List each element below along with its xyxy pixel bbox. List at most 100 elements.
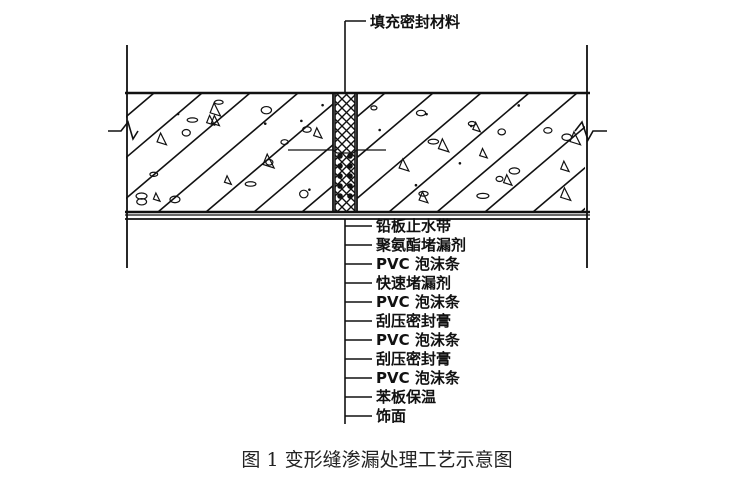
- aggregate-dot: [414, 183, 418, 187]
- aggregate-triangle: [262, 152, 276, 169]
- aggregate-triangle: [502, 173, 514, 187]
- hatch-line: [126, 93, 203, 159]
- foam-dot: [347, 163, 353, 169]
- aggregate-pebble: [497, 128, 507, 136]
- foam-dot: [347, 173, 353, 179]
- aggregate-triangle: [312, 126, 324, 140]
- aggregate-triangle: [437, 137, 451, 153]
- right-concrete-hatch: [357, 93, 585, 212]
- aggregate-triangle: [152, 191, 162, 203]
- hatch-line: [301, 184, 333, 212]
- aggregate-triangle: [418, 190, 430, 204]
- hatch-line: [157, 93, 299, 212]
- foam-dot: [347, 183, 353, 189]
- aggregate-pebble: [508, 167, 521, 175]
- lead-waterstop: [288, 149, 386, 154]
- hatch-line: [126, 93, 251, 200]
- aggregate-pebble: [169, 195, 181, 204]
- layer-label: PVC 泡沫条: [376, 293, 461, 311]
- aggregate-pebble: [415, 109, 427, 117]
- aggregate-pebble: [280, 139, 289, 146]
- layer-label-item: 聚氨酯堵漏剂: [345, 236, 466, 254]
- aggregate-triangle: [559, 159, 571, 173]
- layer-label: 刮压密封膏: [376, 312, 451, 330]
- aggregate-pebble: [370, 105, 378, 111]
- layer-label: 饰面: [376, 407, 406, 425]
- aggregate-pebble: [213, 99, 224, 105]
- hatch-line: [205, 103, 333, 212]
- layer-label: 快速堵漏剂: [376, 274, 451, 292]
- aggregate-pebble: [260, 105, 273, 115]
- left-concrete-aggregate: [135, 99, 324, 206]
- hatch-line: [580, 207, 585, 212]
- foam-dot: [347, 193, 353, 199]
- aggregate-dot: [300, 119, 303, 123]
- hatch-line: [357, 93, 482, 200]
- hatch-line: [253, 143, 333, 212]
- aggregate-pebble: [301, 126, 312, 133]
- layer-label: 刮压密封膏: [376, 350, 451, 368]
- hatch-line: [126, 93, 155, 118]
- layer-label: PVC 泡沫条: [376, 255, 461, 273]
- aggregate-dot: [458, 161, 462, 165]
- aggregate-triangle: [478, 147, 489, 159]
- hatch-line: [357, 93, 434, 159]
- layer-label-item: 快速堵漏剂: [345, 274, 451, 292]
- aggregate-triangle: [156, 131, 168, 146]
- aggregate-pebble: [186, 117, 199, 123]
- aggregate-pebble: [476, 192, 490, 200]
- aggregate-pebble: [495, 175, 504, 183]
- left-break-mark: [108, 120, 139, 141]
- aggregate-pebble: [427, 138, 440, 145]
- aggregate-dot: [321, 103, 324, 107]
- aggregate-dot: [176, 112, 180, 116]
- aggregate-pebble: [543, 127, 553, 134]
- layer-label: PVC 泡沫条: [376, 369, 461, 387]
- layer-label-item: 刮压密封膏: [345, 312, 451, 330]
- right-break-mark: [574, 120, 607, 142]
- figure-caption: 图 1 变形缝渗漏处理工艺示意图: [241, 449, 512, 471]
- aggregate-triangle: [398, 157, 411, 173]
- foam-dot: [337, 183, 343, 189]
- aggregate-pebble: [418, 190, 429, 197]
- layer-label: 聚氨酯堵漏剂: [375, 236, 466, 254]
- foam-dot: [337, 153, 343, 159]
- foam-dot: [337, 193, 343, 199]
- aggregate-triangle: [210, 114, 221, 127]
- foam-dot: [347, 153, 353, 159]
- foam-dot: [337, 163, 343, 169]
- hatch-line: [532, 166, 585, 212]
- layer-label: 苯板保温: [375, 388, 436, 406]
- aggregate-triangle: [209, 101, 222, 118]
- aggregate-pebble: [244, 181, 257, 187]
- joint-foam-dots: [337, 153, 353, 199]
- hatch-line: [388, 93, 530, 212]
- layer-label: PVC 泡沫条: [376, 331, 461, 349]
- layer-label-item: 刮压密封膏: [345, 350, 451, 368]
- layer-label-item: PVC 泡沫条: [345, 369, 461, 387]
- layer-label-item: PVC 泡沫条: [345, 255, 461, 273]
- hatch-line: [357, 93, 386, 118]
- hatch-line: [436, 93, 578, 212]
- layer-label-item: 饰面: [345, 407, 406, 425]
- layer-label: 铅板止水带: [376, 217, 451, 235]
- aggregate-triangle: [223, 174, 233, 186]
- aggregate-triangle: [472, 120, 482, 133]
- aggregate-pebble: [181, 128, 191, 137]
- left-concrete-hatch: [0, 93, 333, 212]
- layer-label-item: PVC 泡沫条: [345, 293, 461, 311]
- hatch-line: [0, 93, 106, 212]
- aggregate-dot: [263, 122, 267, 125]
- layer-label-item: PVC 泡沫条: [345, 331, 461, 349]
- aggregate-pebble: [299, 189, 309, 199]
- aggregate-dot: [308, 188, 311, 191]
- aggregate-dot: [378, 128, 381, 132]
- top-label: 填充密封材料: [370, 13, 460, 31]
- aggregate-triangle: [559, 186, 572, 202]
- aggregate-pebble: [561, 133, 573, 142]
- aggregate-pebble: [135, 192, 148, 200]
- aggregate-dot: [517, 104, 521, 107]
